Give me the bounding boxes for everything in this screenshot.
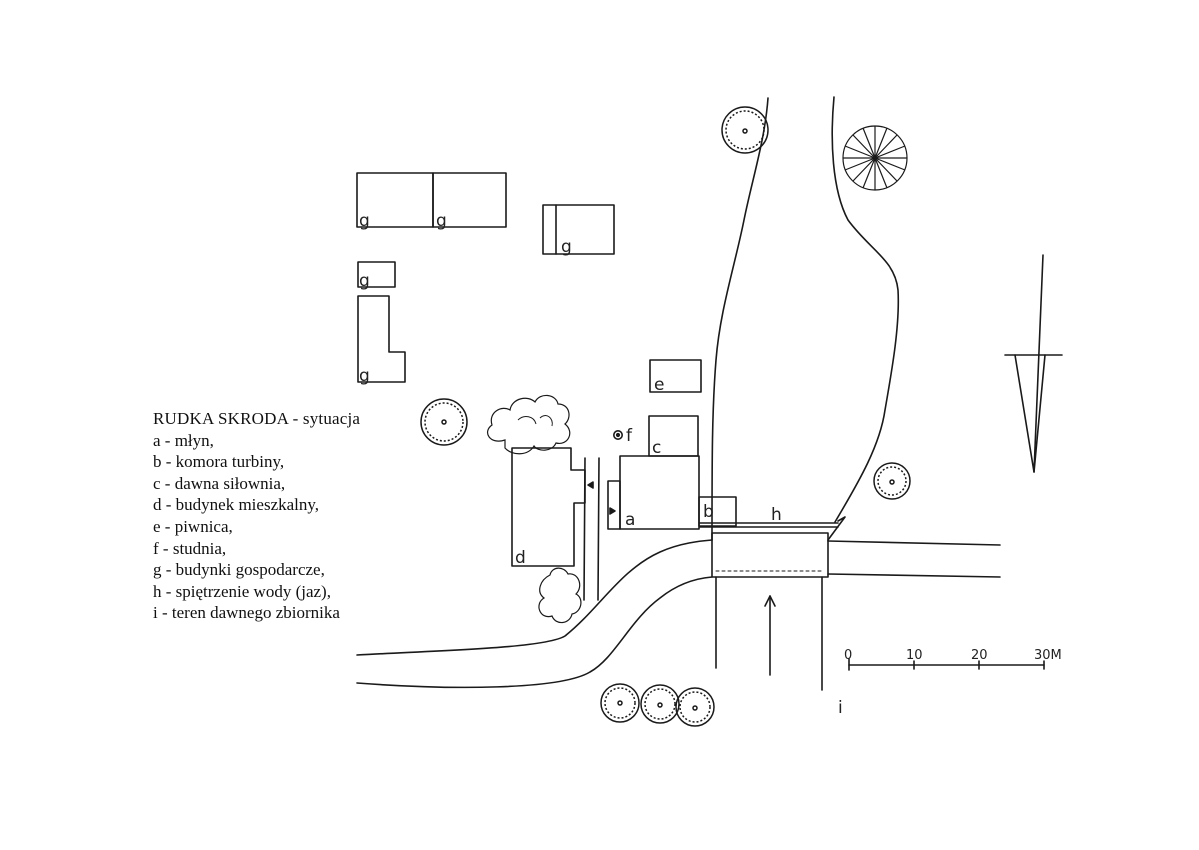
building-a-annex <box>607 480 621 530</box>
well-f-symbol <box>612 429 623 440</box>
road-east-south-edge <box>827 573 1001 578</box>
tree-icon <box>420 398 468 446</box>
label-g-3: g <box>561 237 572 257</box>
legend-item-d: d - budynek mieszkalny, <box>153 495 320 515</box>
legend-item-a: a - młyn, <box>153 430 214 450</box>
legend-item-b: b - komora turbiny, <box>153 452 285 472</box>
road-south-edge <box>356 576 713 689</box>
lane-arrow-right <box>609 507 616 515</box>
legend: RUDKA SKRODA - sytuacja a - młyn, b - ko… <box>153 408 360 624</box>
legend-item-i: i - teren dawnego zbiornika <box>153 603 340 623</box>
building-g-4 <box>357 261 396 288</box>
well-f-dot <box>615 432 621 438</box>
scale-label-0: 0 <box>844 648 852 663</box>
label-g-1: g <box>359 211 370 231</box>
label-g-2: g <box>436 211 447 231</box>
label-b: b <box>703 502 714 522</box>
lane-right-edge <box>597 457 600 601</box>
label-a: a <box>625 510 635 530</box>
shrub-icon <box>487 394 571 455</box>
lane-left-edge <box>583 457 586 601</box>
building-g-3 <box>542 204 615 255</box>
label-c: c <box>652 438 661 458</box>
tree-icon <box>721 106 769 154</box>
scale-label-20: 20 <box>971 648 988 663</box>
label-g-5: g <box>359 366 370 386</box>
scale-label-30m: 30M <box>1034 648 1062 663</box>
trees <box>420 106 911 727</box>
stream-west-bank <box>711 97 769 541</box>
legend-item-c: c - dawna siłownia, <box>153 473 286 493</box>
label-h: h <box>771 505 782 525</box>
legend-item-e: e - piwnica, <box>153 516 233 536</box>
north-arrow-head <box>1014 354 1046 473</box>
tree-icon <box>873 462 911 500</box>
building-g-5 <box>357 295 406 383</box>
tree-icon <box>675 687 715 727</box>
stream-east-bank <box>831 96 900 523</box>
label-e: e <box>654 375 664 395</box>
shrub-icon <box>538 567 582 624</box>
building-e-cellar <box>649 359 702 393</box>
weir-h-crest <box>699 516 846 541</box>
building-g-2 <box>432 172 507 228</box>
legend-title: RUDKA SKRODA - sytuacja <box>153 409 361 428</box>
scale-label-10: 10 <box>906 648 923 663</box>
label-d: d <box>515 548 526 568</box>
conifer-tree-icon <box>842 125 908 191</box>
label-g-4: g <box>359 271 370 291</box>
legend-item-h: h - spiętrzenie wody (jaz), <box>153 581 331 601</box>
north-arrow-shaft <box>1033 254 1044 473</box>
lane-arrow-left <box>587 481 594 489</box>
legend-item-f: f - studnia, <box>153 538 227 558</box>
tree-icon <box>640 684 680 724</box>
building-b-turbine-chamber <box>698 496 737 527</box>
label-f: f <box>626 426 633 446</box>
label-i: i <box>838 698 843 718</box>
legend-item-g: g - budynki gospodarcze, <box>153 560 325 580</box>
weir-bridge <box>711 532 829 578</box>
tree-icon <box>600 683 640 723</box>
road-east-north-edge <box>827 540 1001 546</box>
road-north-edge <box>356 539 713 656</box>
shrub-detail <box>517 415 553 427</box>
flow-arrow-head <box>764 595 776 607</box>
